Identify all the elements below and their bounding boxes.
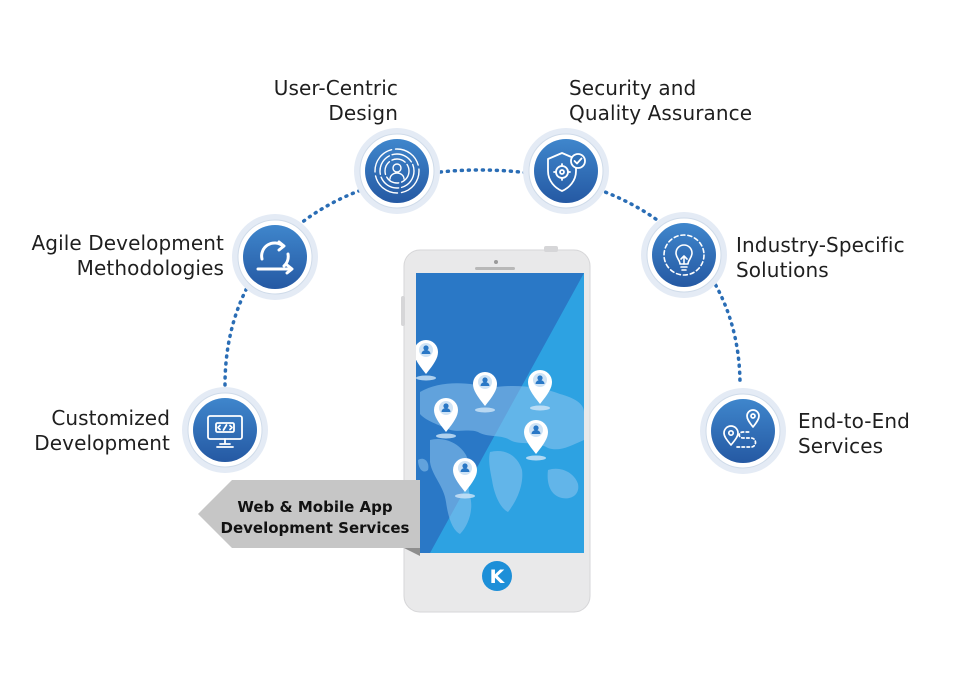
agile-cycle-icon <box>256 240 294 275</box>
map-pin-icon <box>416 340 438 381</box>
node-industry-specific <box>641 212 727 298</box>
label-line: Security and <box>569 76 697 100</box>
shield-gear-check-icon <box>547 152 586 192</box>
label-line: Agile Development <box>31 231 224 255</box>
phone-screen <box>416 273 584 553</box>
label-security-quality: Security and Quality Assurance <box>569 76 769 126</box>
label-line: Methodologies <box>76 256 224 280</box>
label-agile-development: Agile Development Methodologies <box>14 231 224 281</box>
label-line: End-to-End <box>798 409 910 433</box>
phone-camera <box>494 260 498 264</box>
node-user-centric-design <box>354 128 440 214</box>
label-line: Services <box>798 434 884 458</box>
user-fingerprint-icon <box>374 148 420 194</box>
map-pin-icon <box>524 420 548 461</box>
label-line: Solutions <box>736 258 829 282</box>
label-customized-development: Customized Development <box>20 406 170 456</box>
service-banner <box>198 480 420 556</box>
node-security-quality <box>523 128 609 214</box>
label-line: User-Centric <box>273 76 398 100</box>
label-line: Design <box>328 101 398 125</box>
banner-title: Web & Mobile App Development Services <box>214 497 416 539</box>
lightbulb-gear-icon <box>663 234 705 276</box>
banner-line: Development Services <box>220 519 410 537</box>
label-industry-specific: Industry-Specific Solutions <box>736 233 936 283</box>
k-logo-letter: K <box>490 566 506 588</box>
k-logo: K <box>482 561 512 591</box>
map-pin-icon <box>528 370 552 411</box>
phone-device: K <box>401 246 591 613</box>
label-end-to-end: End-to-End Services <box>798 409 948 459</box>
node-agile-development <box>232 214 318 300</box>
label-user-centric-design: User-Centric Design <box>240 76 398 126</box>
map-pin-icon <box>473 372 497 413</box>
map-pin-icon <box>453 458 477 499</box>
map-pins <box>416 340 552 499</box>
route-pins-icon <box>723 409 760 448</box>
code-monitor-icon <box>207 415 243 448</box>
map-pin-icon <box>434 398 458 439</box>
label-line: Customized <box>51 406 170 430</box>
phone-speaker <box>475 267 515 270</box>
label-line: Industry-Specific <box>736 233 905 257</box>
node-end-to-end <box>700 388 786 474</box>
label-line: Quality Assurance <box>569 101 753 125</box>
banner-line: Web & Mobile App <box>237 498 393 516</box>
label-line: Development <box>34 431 170 455</box>
node-customized-development <box>182 387 268 473</box>
